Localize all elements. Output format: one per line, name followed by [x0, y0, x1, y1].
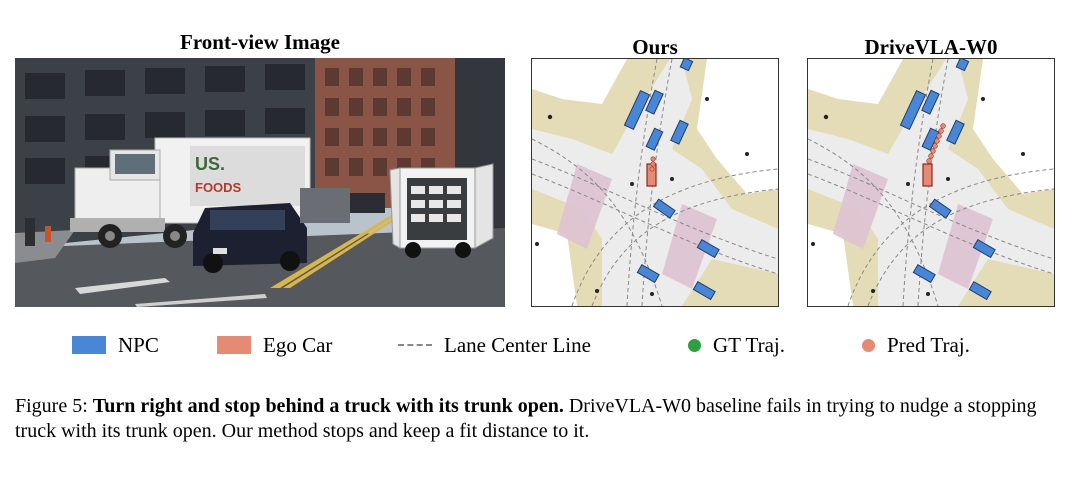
ours-bev-map [531, 58, 779, 307]
lane-line-icon [398, 344, 432, 346]
truck-logo-foods: FOODS [195, 180, 242, 195]
gt-dot-icon [688, 338, 701, 352]
baseline-title: DriveVLA-W0 [864, 35, 998, 59]
baseline-bev-map [807, 58, 1055, 307]
caption-bold: Turn right and stop behind a truck with … [92, 395, 564, 417]
legend-pred-label: Pred Traj. [887, 332, 970, 357]
front-view-title: Front-view Image [180, 30, 340, 54]
legend-ego-label: Ego Car [263, 332, 333, 357]
truck-logo-us: US. [195, 154, 225, 174]
ego-swatch-icon [217, 336, 251, 354]
legend-pred: Pred Traj. [862, 330, 970, 360]
legend-npc-label: NPC [118, 332, 159, 357]
legend-npc: NPC [72, 330, 159, 360]
legend-gt: GT Traj. [688, 330, 785, 360]
pred-dot-icon [862, 338, 875, 352]
legend-ego: Ego Car [217, 330, 332, 360]
caption-prefix: Figure 5: [15, 395, 93, 417]
legend-lane: Lane Center Line [398, 330, 591, 360]
legend-gt-label: GT Traj. [713, 332, 785, 357]
ours-title: Ours [632, 35, 678, 59]
front-view-image: US. FOODS [15, 58, 505, 307]
legend: NPC Ego Car Lane Center Line GT Traj. Pr… [0, 330, 1080, 360]
figure-caption: Figure 5: Turn right and stop behind a t… [15, 394, 1065, 444]
npc-swatch-icon [72, 336, 106, 354]
caption-rest: DriveVLA-W0 baseline fails in trying to … [15, 395, 1037, 442]
legend-lane-label: Lane Center Line [444, 332, 591, 357]
